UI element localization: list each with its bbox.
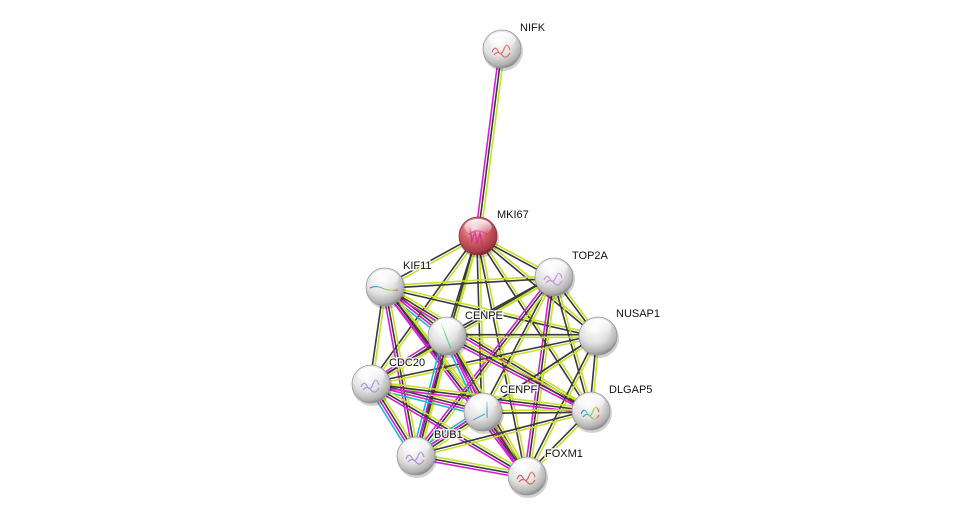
edge-line-coexpression: [416, 336, 450, 457]
edge-line-textmining: [416, 411, 592, 459]
edge-kif11-bub1[interactable]: [381, 286, 420, 457]
edge-line-textmining: [419, 336, 452, 458]
node-label: NIFK: [520, 22, 546, 34]
edge-line-coexpression: [477, 48, 503, 237]
node-kif11[interactable]: KIF11: [365, 259, 433, 309]
edge-line-experiments: [523, 276, 553, 476]
edge-line-coexpression: [446, 335, 592, 412]
node-highlight: [433, 319, 461, 335]
node-label: KIF11: [403, 260, 432, 272]
node-label: NUSAP1: [616, 308, 660, 320]
edge-kif11-top2a[interactable]: [384, 274, 555, 290]
edge-cenpe-dlgap5[interactable]: [445, 332, 593, 415]
edge-line-coexpression: [385, 277, 555, 290]
edge-line-databases: [369, 387, 483, 417]
edge-line-coexpression: [384, 286, 417, 457]
edge-line-experiments: [381, 287, 415, 457]
edge-line-coexpression: [415, 408, 591, 456]
protein-structure-icon: [369, 285, 399, 291]
node-highlight: [540, 260, 568, 276]
edge-line-experiments: [445, 337, 591, 415]
node-cenpf[interactable]: CENPF: [463, 383, 539, 434]
node-label: FOXM1: [545, 448, 583, 460]
node-highlight: [513, 459, 541, 475]
edge-line-experiments: [413, 335, 447, 456]
edge-line-experiments: [369, 385, 527, 479]
node-cenpe[interactable]: CENPE: [427, 309, 504, 358]
node-label: MKI67: [497, 209, 529, 221]
edge-line-textmining: [478, 235, 486, 412]
node-cdc20[interactable]: CDC20: [351, 356, 427, 406]
edge-top2a-dlgap5[interactable]: [551, 276, 594, 412]
edge-line-textmining: [479, 49, 506, 237]
edge-line-coexpression: [384, 286, 528, 477]
edge-line-textmining: [447, 332, 593, 410]
node-label: BUB1: [434, 429, 463, 441]
node-highlight: [464, 219, 492, 235]
edge-line-textmining: [384, 274, 554, 287]
edge-line-coexpression: [551, 277, 591, 412]
node-highlight: [357, 367, 385, 383]
node-label: TOP2A: [572, 250, 609, 262]
node-highlight: [371, 270, 399, 286]
node-label: CDC20: [389, 357, 425, 369]
edge-nifk-mki67[interactable]: [474, 48, 506, 237]
edge-line-textmining: [554, 276, 594, 411]
edge-line-coexpression: [415, 276, 555, 457]
node-highlight: [577, 394, 605, 410]
edge-line-experiments: [382, 288, 526, 479]
edge-line-databases: [411, 334, 444, 456]
edge-nusap1-cenpe[interactable]: [447, 333, 598, 339]
edge-line-coexpression: [476, 236, 591, 413]
edge-line-textmining: [386, 286, 420, 456]
edge-line-textmining: [371, 336, 599, 387]
edge-dlgap5-bub1[interactable]: [415, 408, 592, 459]
node-label: CENPF: [500, 384, 538, 396]
node-bub1[interactable]: BUB1: [396, 428, 464, 478]
node-nifk[interactable]: NIFK: [482, 21, 547, 71]
edge-line-experiments: [474, 48, 501, 236]
node-nusap1[interactable]: NUSAP1: [578, 307, 662, 358]
node-label: DLGAP5: [609, 384, 652, 396]
edge-cenpe-bub1[interactable]: [411, 334, 452, 458]
edge-line-textmining: [527, 336, 600, 477]
edge-line-textmining: [528, 277, 558, 477]
node-highlight: [584, 319, 612, 335]
node-mki67[interactable]: MKI67: [458, 208, 530, 258]
node-highlight: [402, 439, 430, 455]
edge-line-textmining: [371, 381, 529, 475]
edge-line-coexpression: [475, 236, 483, 413]
node-dlgap5[interactable]: DLGAP5: [571, 383, 654, 433]
node-top2a[interactable]: TOP2A: [534, 249, 610, 299]
edge-line-experiments: [413, 274, 553, 455]
node-highlight: [488, 32, 516, 48]
edge-mki67-cenpf[interactable]: [475, 235, 486, 413]
node-label: CENPE: [465, 310, 503, 322]
edges-layer: [367, 48, 601, 480]
node-foxm1[interactable]: FOXM1: [507, 447, 584, 498]
edge-line-textmining: [385, 284, 593, 410]
node-highlight: [469, 395, 497, 411]
edge-line-textmining: [483, 277, 556, 413]
